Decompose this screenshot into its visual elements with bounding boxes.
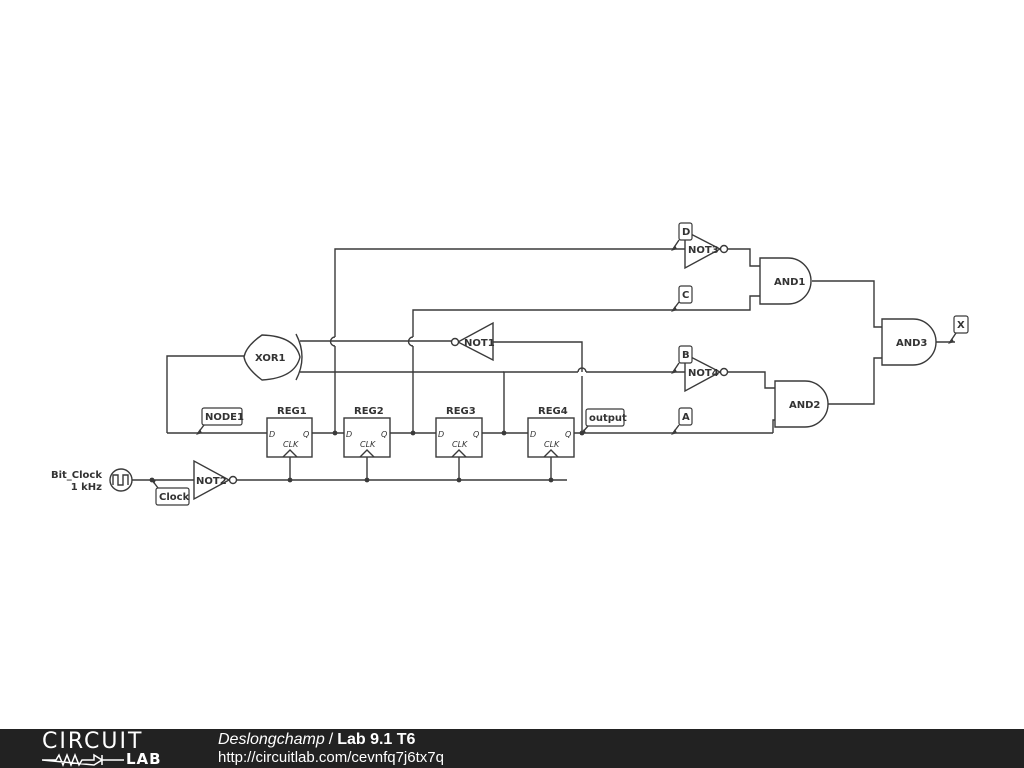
net-label-x[interactable]: X	[948, 315, 969, 344]
reg2-clk-pin: CLK	[360, 440, 376, 449]
project-url[interactable]: http://circuitlab.com/cevnfq7j6tx7q	[218, 749, 444, 766]
net-label-c[interactable]: C	[671, 285, 693, 312]
output-text: output	[589, 413, 627, 424]
source-frequency: 1 kHz	[71, 482, 102, 493]
reg3-q-pin: Q	[473, 430, 479, 439]
x-text: X	[957, 320, 965, 331]
node1-text: NODE1	[205, 412, 244, 423]
circuitlab-logo[interactable]: CIRCUIT LAB	[42, 731, 182, 767]
and3-label: AND3	[896, 338, 927, 349]
not4-gate[interactable]: NOT4	[684, 352, 729, 393]
and3-gate[interactable]: AND3	[881, 318, 937, 366]
and2-gate[interactable]: AND2	[774, 380, 829, 428]
xor1-gate[interactable]: XOR1	[243, 333, 303, 381]
not3-label: NOT3	[688, 245, 719, 256]
reg1-clk-pin: CLK	[283, 440, 299, 449]
net-label-node1[interactable]: NODE1	[196, 407, 244, 435]
and1-gate[interactable]: AND1	[759, 257, 812, 305]
reg3[interactable]: REG3 D Q CLK	[435, 406, 483, 458]
reg4-d-pin: D	[530, 430, 536, 439]
and1-label: AND1	[774, 277, 805, 288]
reg4[interactable]: REG4 D Q CLK	[527, 406, 575, 458]
reg1-label: REG1	[277, 406, 307, 417]
schematic-canvas: XOR1 NOT1 NOT2 NOT3 NOT4 AND1 AND2 AND3	[51, 222, 969, 506]
xor1-label: XOR1	[255, 353, 286, 364]
reg1[interactable]: REG1 D Q CLK	[266, 406, 313, 458]
not2-label: NOT2	[196, 476, 227, 487]
and2-label: AND2	[789, 400, 820, 411]
net-label-d[interactable]: D	[671, 222, 693, 251]
project-title[interactable]: Lab 9.1 T6	[337, 731, 416, 748]
reg3-d-pin: D	[438, 430, 444, 439]
not1-gate[interactable]: NOT1	[450, 321, 495, 362]
reg2-d-pin: D	[346, 430, 352, 439]
net-label-a[interactable]: A	[671, 407, 693, 435]
reg1-d-pin: D	[269, 430, 275, 439]
not2-gate[interactable]: NOT2	[193, 459, 238, 501]
clock-text: Clock	[159, 492, 190, 503]
logo-resistor-icon	[42, 753, 124, 767]
net-label-clock[interactable]: Clock	[150, 478, 190, 506]
logo-circuit-text: CIRCUIT	[42, 729, 144, 754]
reg2-q-pin: Q	[381, 430, 387, 439]
source-name: Bit_Clock	[51, 470, 102, 481]
not3-gate[interactable]: NOT3	[684, 229, 729, 270]
reg2[interactable]: REG2 D Q CLK	[343, 406, 391, 458]
footer-bar: CIRCUIT LAB Deslongchamp/Lab 9.1 T6 http…	[0, 729, 1024, 768]
title-separator: /	[328, 731, 334, 748]
reg4-clk-pin: CLK	[544, 440, 560, 449]
d-text: D	[682, 227, 690, 238]
net-label-output[interactable]: output	[580, 408, 627, 435]
reg3-clk-pin: CLK	[452, 440, 468, 449]
author-name[interactable]: Deslongchamp	[218, 731, 325, 748]
reg2-label: REG2	[354, 406, 384, 417]
not4-label: NOT4	[688, 368, 719, 379]
a-text: A	[682, 412, 690, 423]
not1-label: NOT1	[464, 338, 495, 349]
net-label-b[interactable]: B	[671, 345, 693, 374]
reg3-label: REG3	[446, 406, 476, 417]
logo-lab-text: LAB	[126, 750, 162, 768]
reg4-q-pin: Q	[565, 430, 571, 439]
b-text: B	[682, 350, 690, 361]
reg4-label: REG4	[538, 406, 568, 417]
bit-clock-source[interactable]: Bit_Clock 1 kHz	[51, 468, 133, 493]
reg1-q-pin: Q	[303, 430, 309, 439]
c-text: C	[682, 290, 689, 301]
project-title-line: Deslongchamp/Lab 9.1 T6	[218, 730, 415, 750]
